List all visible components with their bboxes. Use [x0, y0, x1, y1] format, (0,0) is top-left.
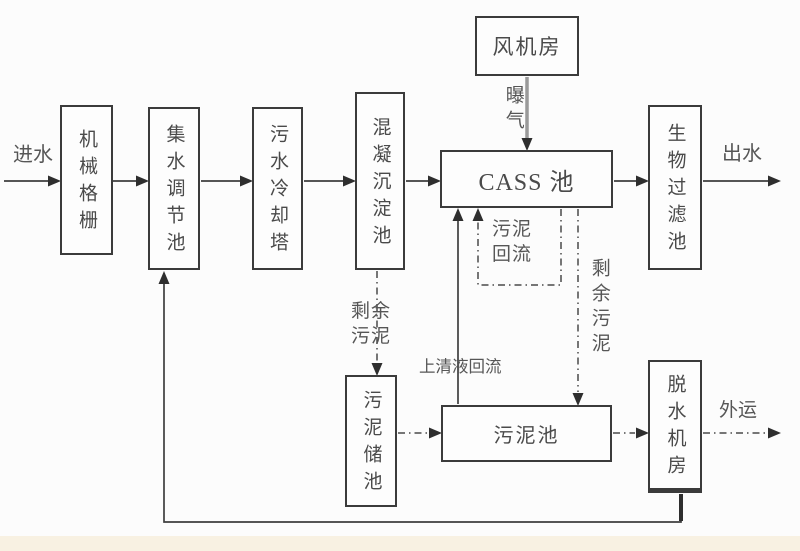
node-cass-tank: CASS 池: [440, 150, 613, 208]
label-aeration: 曝气: [502, 85, 524, 135]
node-biological-filter-tank: 生物过滤池: [648, 105, 702, 270]
label-haul-away: 外运: [719, 400, 758, 421]
label-excess-sludge-left: 剩余污泥: [351, 301, 392, 347]
node-sludge-tank: 污泥池: [441, 405, 612, 462]
label-supernatant-return: 上清液回流: [419, 357, 502, 376]
scan-edge-tint: [0, 536, 800, 551]
node-mechanical-screen: 机械格栅: [60, 105, 113, 255]
label-inflow: 进水: [13, 144, 53, 166]
node-sewage-cooling-tower: 污水冷却塔: [252, 107, 303, 270]
node-coagulation-sedimentation-tank: 混凝沉淀池: [355, 92, 405, 270]
label-outflow: 出水: [722, 143, 762, 165]
node-collection-regulating-tank: 集水调节池: [148, 107, 200, 270]
label-sludge-return: 污泥回流: [492, 219, 533, 265]
node-dewatering-room: 脱水机房: [648, 360, 702, 493]
node-fan-room: 风机房: [475, 16, 579, 76]
label-excess-sludge-right: 剩余污泥: [588, 258, 610, 358]
node-sludge-storage-tank: 污泥储池: [345, 375, 397, 507]
